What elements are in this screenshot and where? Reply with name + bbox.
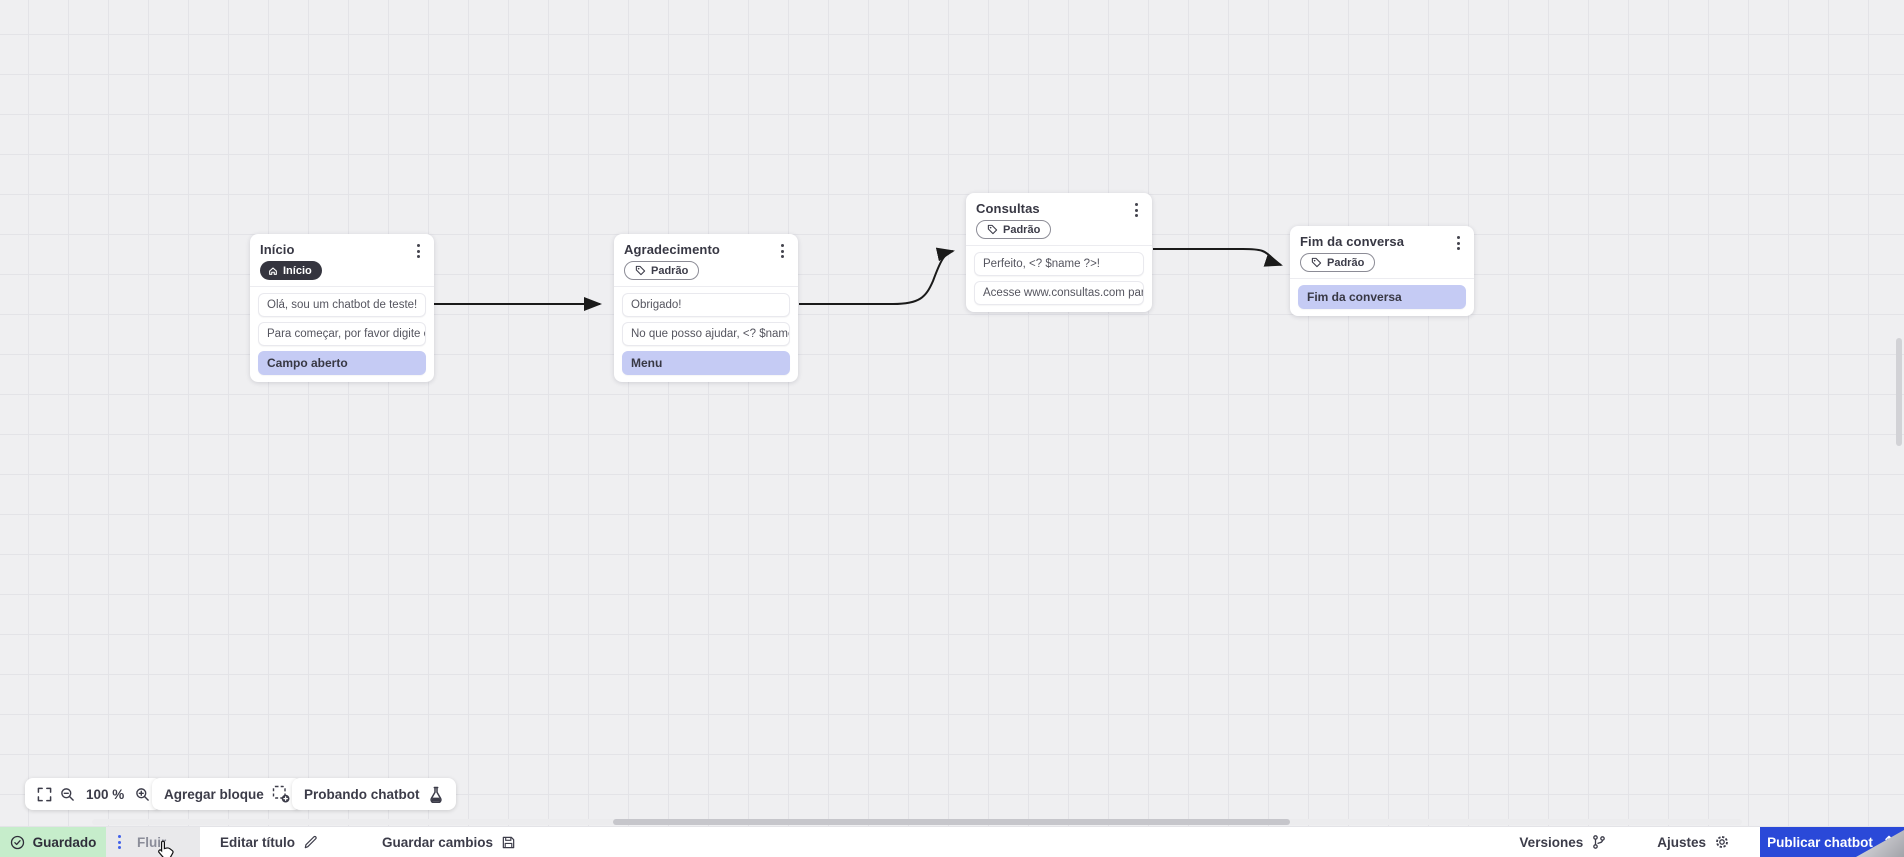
publish-label: Publicar chatbot	[1767, 834, 1873, 850]
badge-label: Padrão	[1003, 223, 1041, 236]
flow-node-fim-da-conversa[interactable]: Fim da conversa Padrão Fim da conversa	[1290, 226, 1474, 316]
node-title: Fim da conversa	[1300, 234, 1405, 249]
mouse-cursor	[158, 840, 174, 857]
tag-icon	[987, 224, 998, 235]
kebab-menu-icon[interactable]	[413, 242, 424, 260]
zoom-level: 100 %	[86, 786, 125, 802]
zoom-out-icon[interactable]	[60, 787, 75, 802]
check-circle-icon	[10, 835, 24, 849]
add-block-label: Agregar bloque	[164, 786, 264, 802]
home-icon	[269, 267, 277, 275]
message-row[interactable]: Olá, sou um chatbot de teste!	[258, 292, 426, 317]
tag-icon	[635, 265, 646, 276]
node-divider	[614, 286, 798, 287]
status-bar: Guardado Fluir Editar título Guardar cam…	[0, 826, 1904, 857]
kebab-menu-icon[interactable]	[1131, 201, 1142, 219]
publish-chatbot-button[interactable]: Publicar chatbot	[1760, 827, 1904, 857]
flow-node-inicio[interactable]: Início Início Olá, sou um chatbot de tes…	[250, 234, 434, 382]
vertical-scrollbar-thumb[interactable]	[1896, 338, 1902, 446]
message-row[interactable]: Acesse www.consultas.com par...	[974, 281, 1144, 305]
node-badge-padrao: Padrão	[1300, 253, 1376, 272]
node-divider	[966, 245, 1152, 246]
horizontal-scrollbar-track[interactable]	[92, 819, 1742, 825]
statusbar-spacer	[524, 827, 1511, 857]
message-row[interactable]: Obrigado!	[622, 293, 790, 317]
node-title: Agradecimento	[624, 242, 720, 257]
connection-agradecimento-consultas[interactable]	[799, 247, 955, 305]
kebab-menu-icon[interactable]	[777, 242, 788, 260]
menu-row[interactable]: Menu	[622, 351, 790, 375]
zoom-in-icon[interactable]	[135, 787, 150, 802]
end-conversation-row[interactable]: Fim da conversa	[1298, 285, 1466, 309]
horizontal-scrollbar-thumb[interactable]	[613, 819, 1290, 825]
git-branch-icon	[1593, 835, 1606, 849]
flow-node-consultas[interactable]: Consultas Padrão Perfeito, <? $name ?>! …	[966, 193, 1152, 312]
saved-label: Guardado	[32, 834, 97, 850]
edit-title-label: Editar título	[220, 834, 295, 850]
add-block-button[interactable]: Agregar bloque	[152, 778, 302, 810]
zoom-toolbar: 100 %	[25, 778, 163, 810]
node-badge-padrao: Padrão	[976, 220, 1052, 239]
floppy-icon	[502, 836, 515, 848]
message-row[interactable]: Para começar, por favor digite o ...	[258, 321, 426, 346]
add-block-icon	[272, 785, 290, 803]
kebab-menu-icon[interactable]	[1453, 234, 1464, 252]
save-changes-button[interactable]: Guardar cambios	[374, 827, 524, 857]
node-title: Consultas	[976, 201, 1040, 216]
node-divider	[250, 285, 434, 287]
badge-label: Padrão	[1327, 256, 1365, 269]
badge-label: Padrão	[651, 264, 689, 277]
save-changes-label: Guardar cambios	[382, 834, 494, 850]
pencil-icon	[304, 835, 317, 848]
gear-icon	[1716, 836, 1728, 848]
message-row[interactable]: Perfeito, <? $name ?>!	[974, 252, 1144, 276]
flask-icon	[428, 786, 444, 803]
node-title: Início	[260, 242, 295, 257]
versions-label: Versiones	[1519, 834, 1584, 850]
settings-label: Ajustes	[1657, 834, 1706, 850]
message-row[interactable]: No que posso ajudar, <? $name ...	[622, 322, 790, 346]
fit-screen-icon[interactable]	[37, 787, 52, 802]
badge-label: Início	[283, 264, 312, 277]
versions-button[interactable]: Versiones	[1511, 827, 1615, 857]
edit-title-button[interactable]: Editar título	[212, 827, 326, 857]
node-divider	[1290, 278, 1474, 279]
connection-consultas-fim[interactable]	[1153, 248, 1283, 267]
saved-status-badge: Guardado	[0, 827, 106, 857]
tag-icon	[1311, 257, 1322, 268]
node-badge-inicio: Início	[260, 261, 322, 280]
tab-flow[interactable]: Fluir	[106, 827, 200, 857]
test-chatbot-button[interactable]: Probando chatbot	[292, 778, 456, 810]
flow-node-agradecimento[interactable]: Agradecimento Padrão Obrigado! No que po…	[614, 234, 798, 382]
test-chatbot-label: Probando chatbot	[304, 786, 420, 802]
settings-button[interactable]: Ajustes	[1649, 827, 1738, 857]
open-field-row[interactable]: Campo aberto	[258, 350, 426, 375]
node-badge-padrao: Padrão	[624, 261, 700, 280]
flow-tab-label: Fluir	[137, 834, 167, 850]
kebab-menu-icon[interactable]	[118, 835, 121, 849]
